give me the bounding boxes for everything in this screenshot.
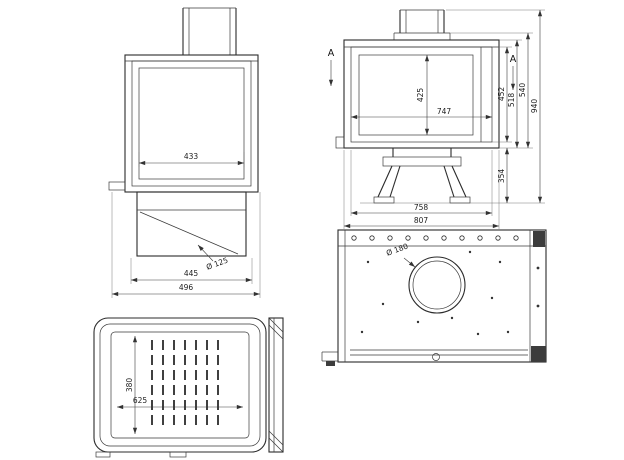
screw-icon — [459, 235, 465, 241]
plan-view: 380 625 — [93, 317, 284, 458]
front-dimensions: 425 747 452 518 540 940 354 758 — [343, 9, 545, 229]
screw-icon — [369, 235, 375, 241]
dim-body-height: 540 — [518, 83, 527, 98]
plan-dimensions: 380 625 — [117, 336, 243, 434]
front-pedestal — [360, 148, 487, 204]
section-letter-left: A — [328, 48, 335, 59]
screw-icon — [441, 235, 447, 241]
corner-bracket — [531, 346, 546, 362]
dim-front-overall-width: 807 — [414, 216, 429, 225]
top-body — [321, 229, 547, 366]
side-pedestal — [136, 191, 247, 257]
section-marks: A A — [328, 48, 517, 90]
dim-inner-height: 452 — [497, 87, 506, 102]
foot-tab — [95, 451, 111, 458]
side-dimensions: 433 445 496 Ø 125 — [111, 152, 261, 298]
screw-icon — [351, 235, 357, 241]
dim-opening-width: 747 — [437, 107, 452, 116]
side-body — [108, 54, 259, 193]
dim-base-height: 354 — [497, 169, 506, 184]
front-view: A A 425 747 452 518 540 940 — [328, 9, 545, 229]
screw-icon — [405, 235, 411, 241]
front-flue-pipe-icon — [393, 9, 451, 40]
dim-door-height: 518 — [507, 93, 516, 108]
dim-glass-height: 425 — [416, 88, 425, 103]
screw-icon — [513, 235, 519, 241]
top-view: Ø 180 — [321, 229, 547, 366]
dim-total-height: 940 — [530, 99, 539, 114]
dim-depth: 380 — [125, 378, 134, 393]
foot-tab — [169, 451, 187, 458]
dim-overall-width: 496 — [179, 283, 194, 292]
screw-icon — [423, 235, 429, 241]
plan-side-profile — [268, 317, 284, 453]
label-flue-diameter: Ø 125 — [205, 255, 230, 271]
screw-icon — [477, 235, 483, 241]
bottom-screw-icon — [432, 353, 440, 361]
dim-front-body-width: 758 — [414, 203, 429, 212]
plan-body — [93, 317, 267, 458]
air-control-lever — [335, 136, 345, 149]
screw-icon — [387, 235, 393, 241]
front-body — [335, 39, 500, 149]
dim-glass-width: 433 — [184, 152, 199, 161]
door-handle — [108, 181, 126, 191]
side-view: 433 445 496 Ø 125 — [108, 7, 261, 298]
corner-bracket — [533, 231, 545, 247]
grille-slots — [151, 340, 219, 425]
door-glass — [358, 54, 474, 136]
flue-hole: Ø 180 — [385, 241, 466, 314]
label-flue-hole-diameter: Ø 180 — [385, 241, 410, 257]
foot-bracket — [326, 361, 335, 366]
dim-body-width: 445 — [184, 269, 199, 278]
dim-width: 625 — [133, 396, 148, 405]
screw-icon — [495, 235, 501, 241]
section-letter-right: A — [510, 54, 517, 65]
screw-row — [351, 235, 519, 241]
rivet-dots — [360, 250, 540, 336]
side-flue-pipe-icon — [182, 7, 237, 55]
